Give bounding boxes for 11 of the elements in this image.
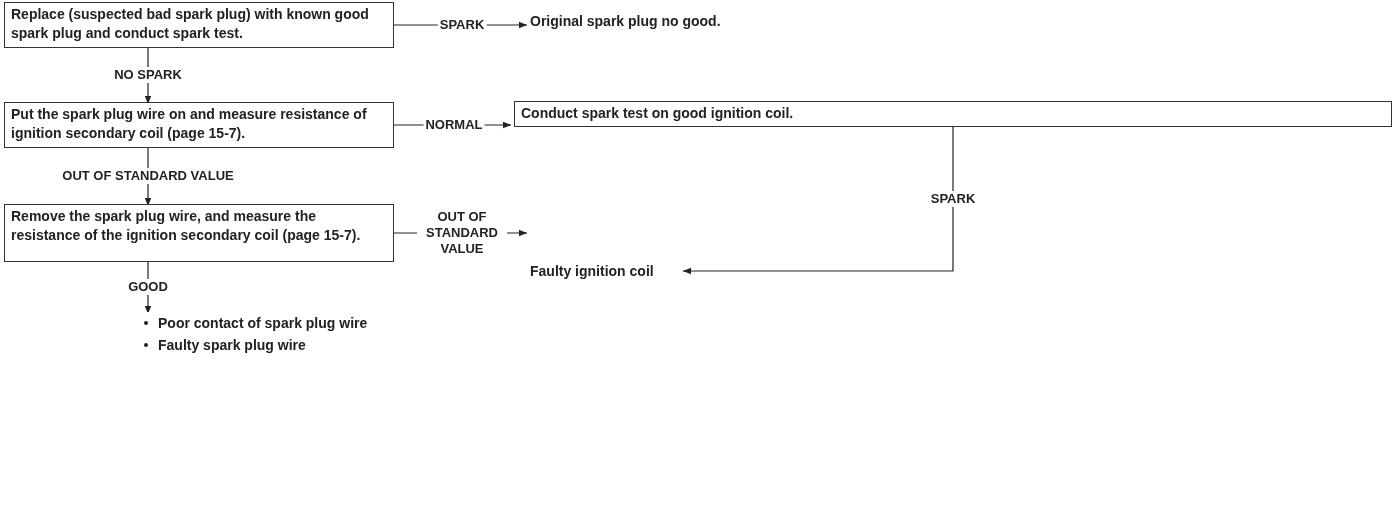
process-box: Conduct spark test on good ignition coil. (514, 101, 1392, 127)
arrow (682, 126, 954, 275)
result-text: Original spark plug no good. (530, 10, 721, 32)
process-box: Replace (suspected bad spark plug) with known good spark plug and conduct spark test. (4, 2, 394, 48)
process-box: Put the spark plug wire on and measure resistance of ignition secondary coil (page 15-7). (4, 102, 394, 148)
edge-label: GOOD (126, 279, 170, 295)
result-text: Faulty ignition coil (530, 260, 654, 282)
edge-label: OUT OF STANDARD VALUE (60, 168, 236, 184)
edge-label: SPARK (928, 191, 978, 207)
edge-label: NO SPARK (112, 67, 184, 83)
process-box: Remove the spark plug wire, and measure the resistance of the ignition secondary coil (page 15-7). (4, 204, 394, 262)
